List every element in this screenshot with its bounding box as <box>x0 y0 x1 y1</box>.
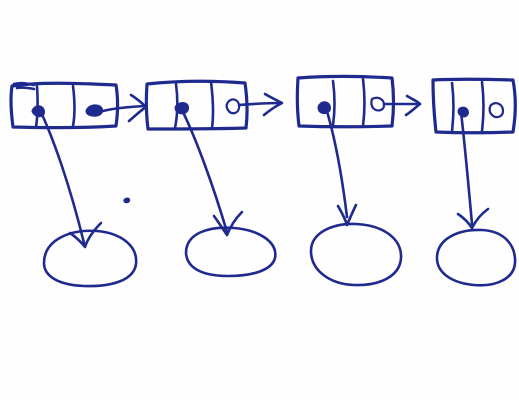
node-4-next-pointer-ring <box>488 102 505 119</box>
node-3-box <box>295 74 396 129</box>
value-link-2-head <box>212 210 244 237</box>
node-1-next-pointer-dot <box>85 104 104 117</box>
value-blob-2 <box>184 226 277 278</box>
next-link-1-head <box>127 93 148 123</box>
node-3-value-pointer-dot <box>317 101 331 115</box>
value-link-1-head <box>68 221 103 249</box>
node-2-box <box>144 79 249 131</box>
next-links <box>101 92 422 123</box>
ink-layer <box>9 74 517 288</box>
next-link-2-head <box>262 92 284 117</box>
node-1-divider-right <box>71 84 76 128</box>
value-link-1-shaft <box>38 108 86 245</box>
next-link-1-shaft <box>101 104 146 113</box>
next-link-3-head <box>404 94 422 117</box>
value-blob-3 <box>309 222 403 287</box>
linked-list-node-3 <box>295 74 396 129</box>
value-link-4-shaft <box>459 110 474 226</box>
node-4-value-pointer-dot <box>457 106 469 118</box>
linked-list-node-4 <box>431 77 517 135</box>
value-link-3-shaft <box>324 106 349 219</box>
value-blob-1 <box>42 229 138 288</box>
node-3-divider-left <box>331 79 336 127</box>
next-link-2-shaft <box>237 101 282 107</box>
value-blob-4 <box>435 228 517 287</box>
node-2-divider-right <box>209 80 215 130</box>
value-links <box>38 106 490 249</box>
node-3-next-pointer-ring <box>370 96 386 112</box>
value-blobs <box>42 222 517 288</box>
node-3-divider-right <box>361 77 366 128</box>
ink-speck <box>123 197 131 204</box>
node-4-divider-left <box>450 81 455 133</box>
node-4-divider-right <box>480 80 485 133</box>
node-4-box <box>431 77 517 135</box>
linked-list-node-2 <box>144 79 249 131</box>
linked-list-node-1 <box>9 81 120 130</box>
value-link-2-shaft <box>179 106 229 234</box>
node-1-corner-mark <box>12 81 36 91</box>
value-link-4-head <box>456 207 490 230</box>
node-1-box <box>9 81 120 130</box>
node-2-next-pointer-ring <box>225 98 241 115</box>
